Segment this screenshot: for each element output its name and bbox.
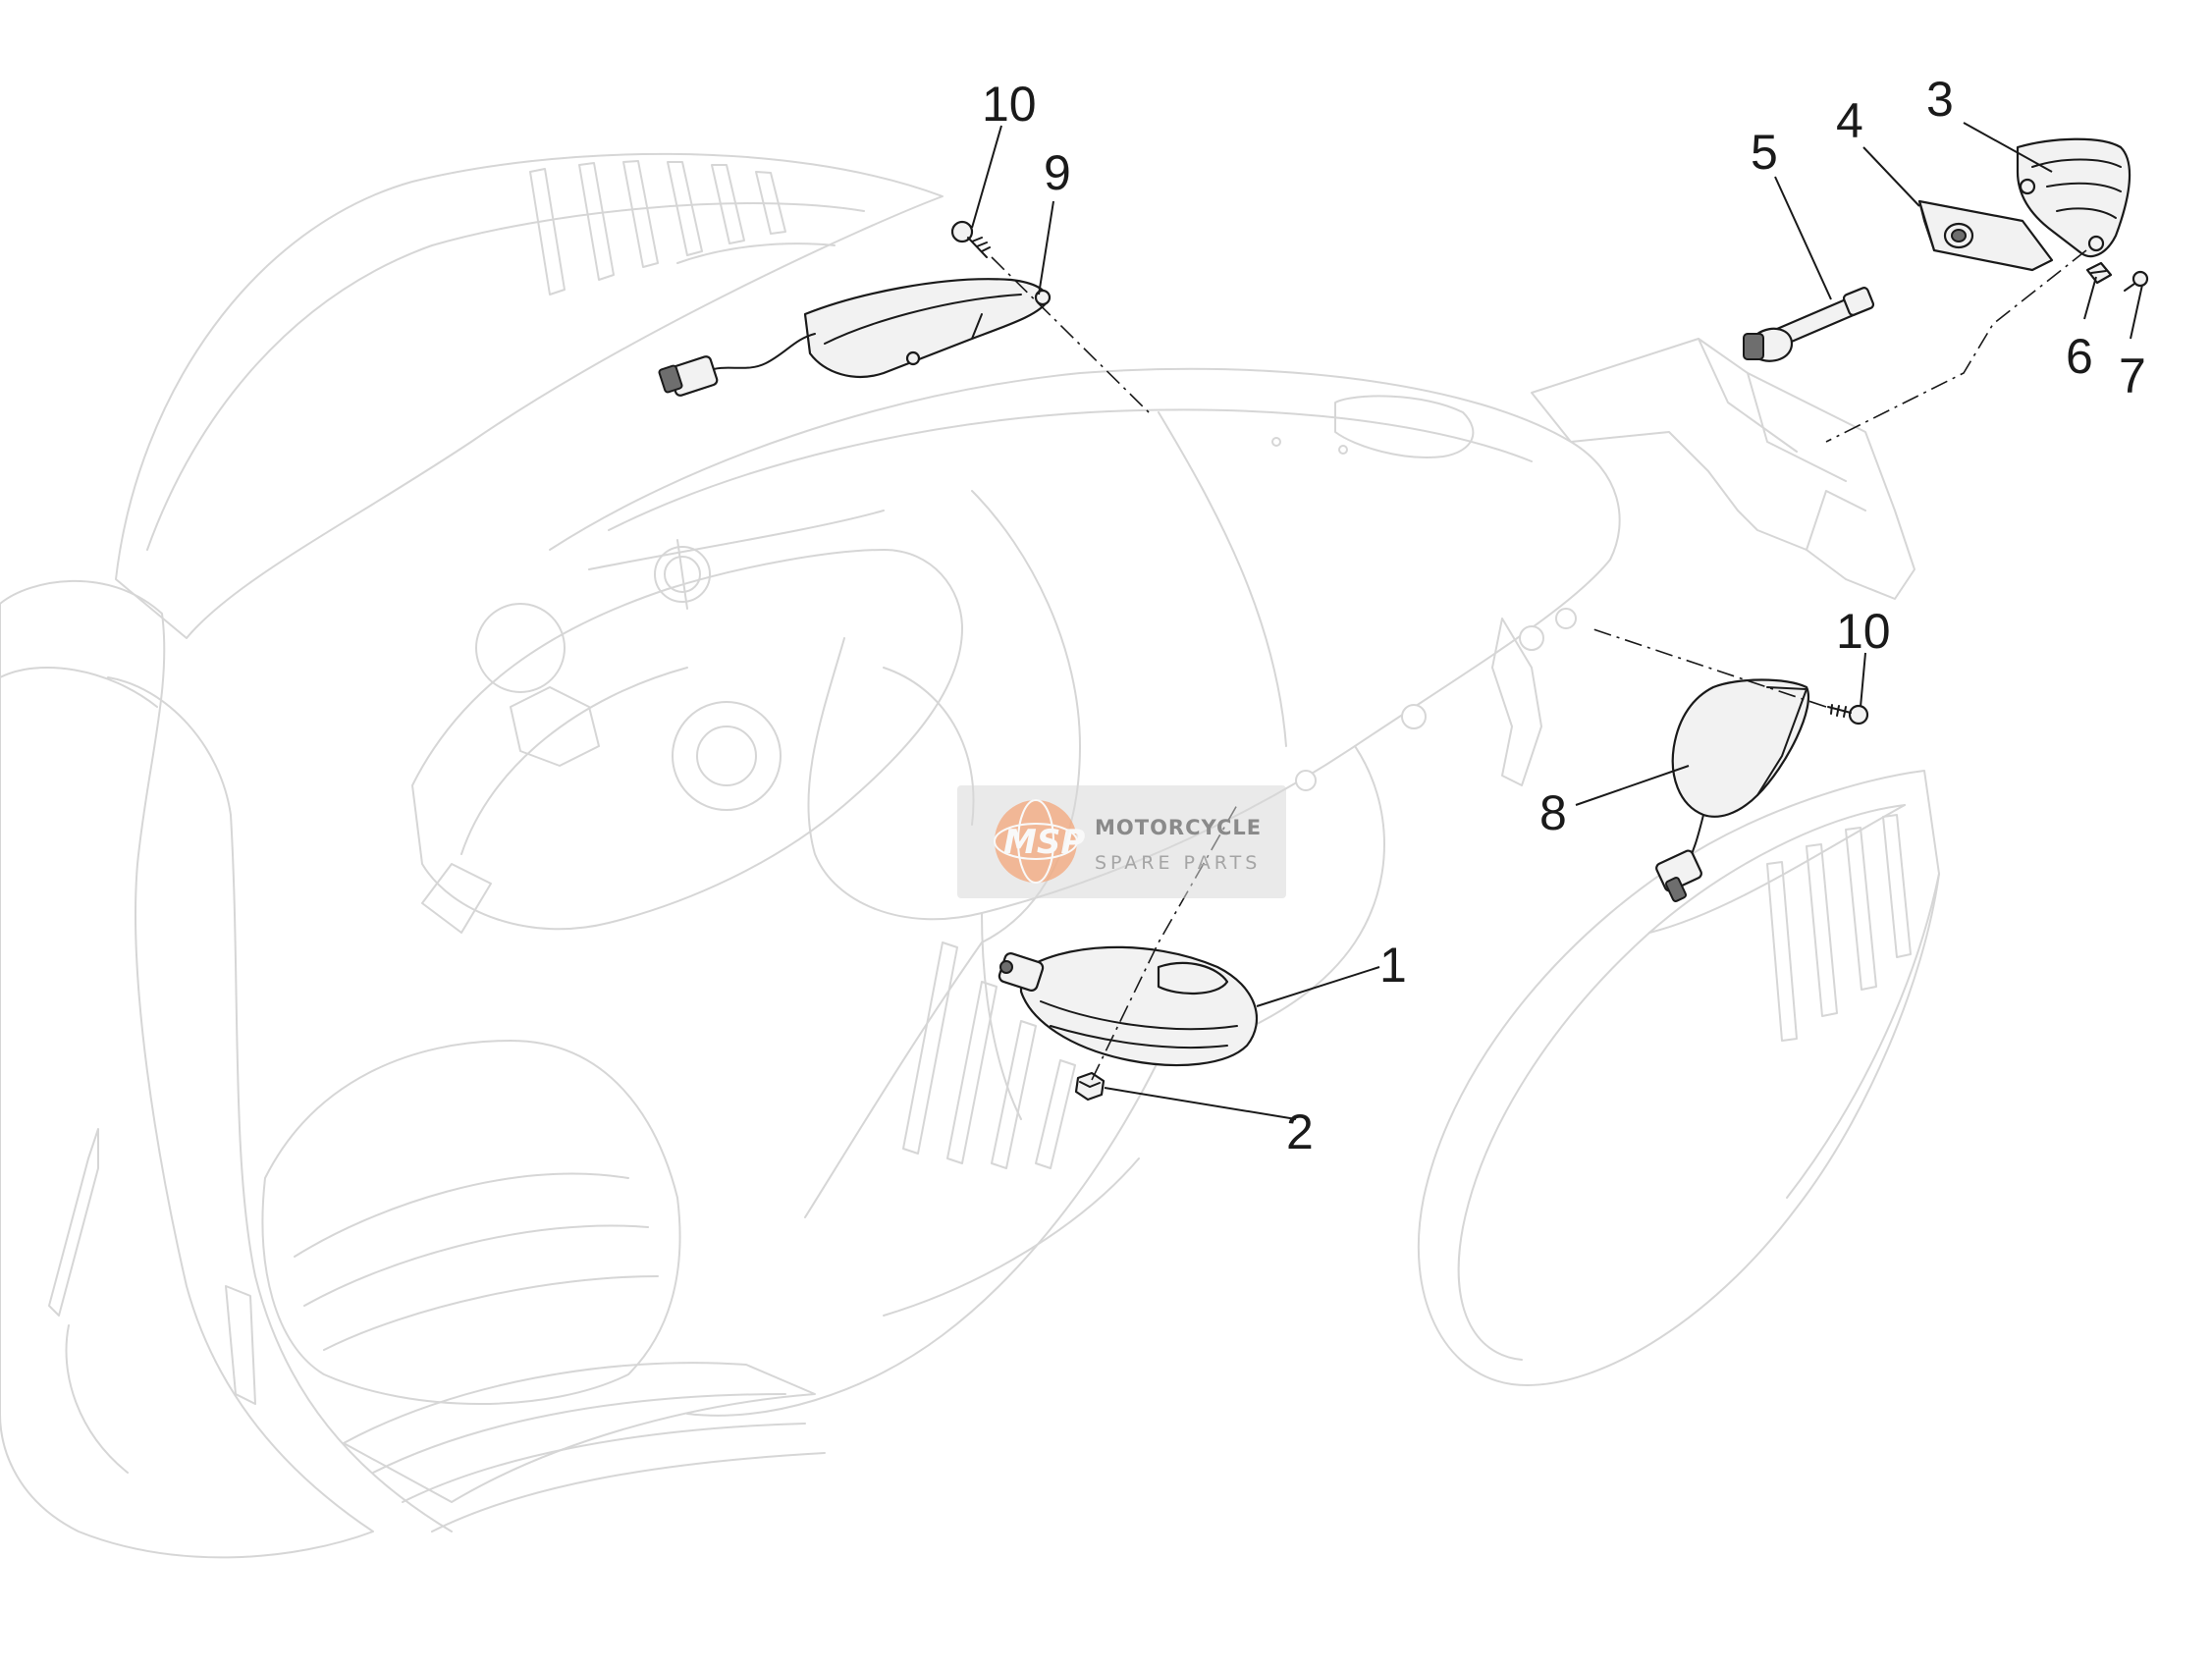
part-5-bulb-holder[interactable] — [1743, 287, 1875, 362]
watermark-logo: MSP — [994, 799, 1085, 884]
watermark-line2: SPARE PARTS — [1095, 852, 1261, 874]
steering-column-area — [411, 510, 963, 934]
part-7-screw[interactable] — [2124, 270, 2149, 292]
assembly-lines — [991, 249, 2087, 1081]
callout-leaders — [971, 122, 2143, 1120]
scooter-body-ghost — [0, 152, 1940, 1559]
part-4-lens-adapter[interactable] — [1917, 199, 2054, 272]
callout-10-right[interactable]: 10 — [1836, 604, 1891, 659]
callout-10-top[interactable]: 10 — [982, 77, 1037, 132]
front-shield — [0, 579, 453, 1559]
rear-bracket — [1531, 338, 1915, 600]
part-8-turn-indicator-rear-right[interactable] — [1655, 678, 1809, 902]
svg-text:MSP: MSP — [1003, 823, 1085, 862]
callout-3[interactable]: 3 — [1926, 72, 1954, 127]
right-side-panel — [1417, 770, 1940, 1386]
part-1-tail-light[interactable] — [998, 945, 1259, 1067]
part-6-clip-nut[interactable] — [2085, 261, 2113, 285]
part-10-screw-right[interactable] — [1827, 704, 1869, 726]
right-panel-vent-slots — [1766, 814, 1912, 1042]
callout-9[interactable]: 9 — [1044, 145, 1071, 200]
callout-4[interactable]: 4 — [1836, 93, 1863, 148]
watermark-line1: MOTORCYCLE — [1095, 816, 1262, 839]
right-body-vent-slots — [902, 941, 1076, 1169]
callout-8[interactable]: 8 — [1539, 785, 1567, 840]
callout-labels: 1 2 3 4 5 6 7 8 9 10 10 — [982, 72, 2146, 1159]
left-side-panel — [115, 152, 944, 639]
callout-1[interactable]: 1 — [1379, 938, 1407, 993]
watermark: MSP MOTORCYCLE SPARE PARTS — [957, 785, 1286, 898]
rear-hanger — [1491, 618, 1542, 786]
part-9-turn-indicator-front-left[interactable] — [658, 278, 1052, 397]
callout-6[interactable]: 6 — [2066, 329, 2093, 384]
part-10-screw-top[interactable] — [950, 220, 991, 258]
callout-7[interactable]: 7 — [2119, 349, 2146, 403]
part-2-nut[interactable] — [1074, 1071, 1106, 1102]
callout-2[interactable]: 2 — [1286, 1104, 1314, 1159]
floorboard — [225, 1040, 826, 1533]
callout-5[interactable]: 5 — [1751, 125, 1778, 180]
left-panel-vent-slots — [529, 160, 786, 296]
main-frame-body — [549, 367, 1621, 1417]
